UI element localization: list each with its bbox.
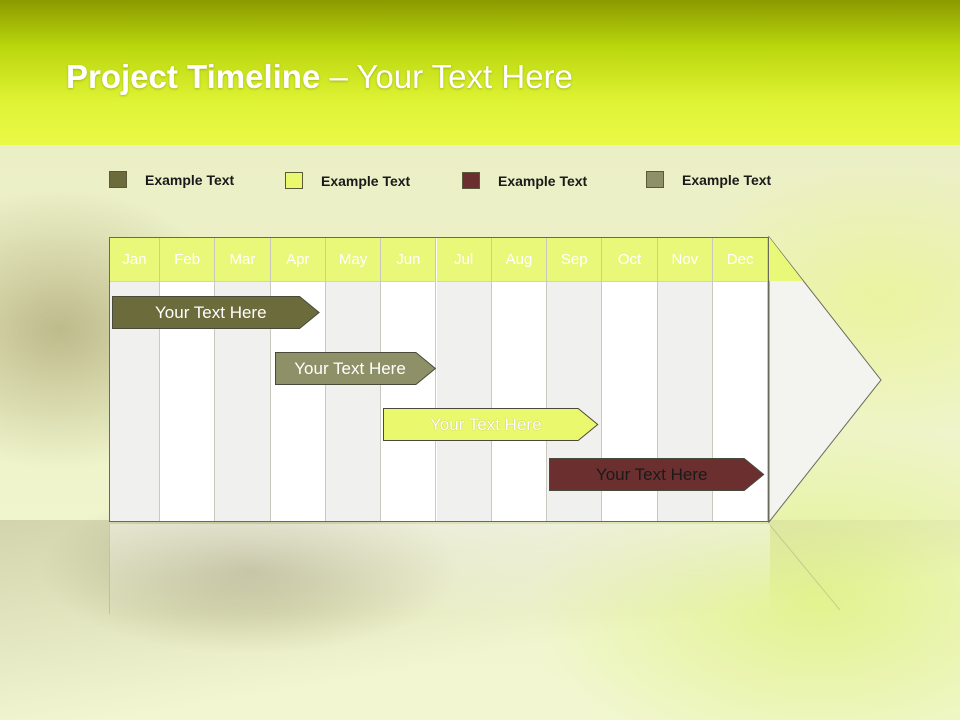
month-label: Oct <box>602 238 657 282</box>
month-label: May <box>325 238 381 282</box>
slide-title-bold: Project Timeline <box>66 58 321 95</box>
month-column-aug: Aug <box>491 238 548 521</box>
slide-title: Project Timeline – Your Text Here <box>66 58 573 96</box>
legend-label-3: Example Text <box>498 172 588 189</box>
month-label: Apr <box>270 238 325 282</box>
legend-label-2: Example Text <box>321 172 411 189</box>
task-label: Your Text Here <box>155 303 267 322</box>
task-arrow-shape <box>383 408 599 441</box>
legend-swatch-2 <box>285 172 303 189</box>
background-texture <box>0 520 960 720</box>
legend-item-4: Example Text <box>646 171 771 188</box>
month-label: Jul <box>436 238 491 282</box>
timeline-task-bar: Your Text Here <box>112 296 320 329</box>
task-arrow-shape <box>274 352 436 385</box>
legend-item-3: Example Text <box>462 172 587 189</box>
task-label: Your Text Here <box>595 465 708 484</box>
task-arrow-shape <box>112 296 320 329</box>
task-arrow-shape <box>549 458 765 491</box>
month-label: Nov <box>657 238 712 282</box>
legend-label-4: Example Text <box>682 171 772 188</box>
month-column-jan: Jan <box>110 238 160 521</box>
month-label: Jun <box>381 238 436 282</box>
month-column-mar: Mar <box>215 238 271 521</box>
task-label: Your Text Here <box>294 359 406 378</box>
month-label: Dec <box>713 238 768 282</box>
legend-label-1: Example Text <box>145 171 235 188</box>
month-column-feb: Feb <box>160 238 216 521</box>
month-label: Feb <box>160 238 215 282</box>
legend-swatch-3 <box>462 172 480 189</box>
month-column-jul: Jul <box>436 238 492 521</box>
title-banner: Project Timeline – Your Text Here <box>0 0 960 145</box>
timeline-reflection <box>109 524 770 614</box>
month-label: Jan <box>110 238 159 282</box>
legend-item-1: Example Text <box>109 171 234 188</box>
legend-swatch-1 <box>109 171 127 188</box>
timeline-task-bar: Your Text Here <box>383 408 599 441</box>
month-label: Aug <box>491 238 547 282</box>
legend-swatch-4 <box>646 171 664 188</box>
month-label: Sep <box>547 238 602 282</box>
slide-title-rest: – Your Text Here <box>320 58 573 95</box>
timeline-task-bar: Your Text Here <box>274 352 436 385</box>
timeline-task-bar: Your Text Here <box>549 458 765 491</box>
task-label: Your Text Here <box>430 415 542 434</box>
legend-item-2: Example Text <box>285 172 410 189</box>
month-label: Mar <box>215 238 270 282</box>
